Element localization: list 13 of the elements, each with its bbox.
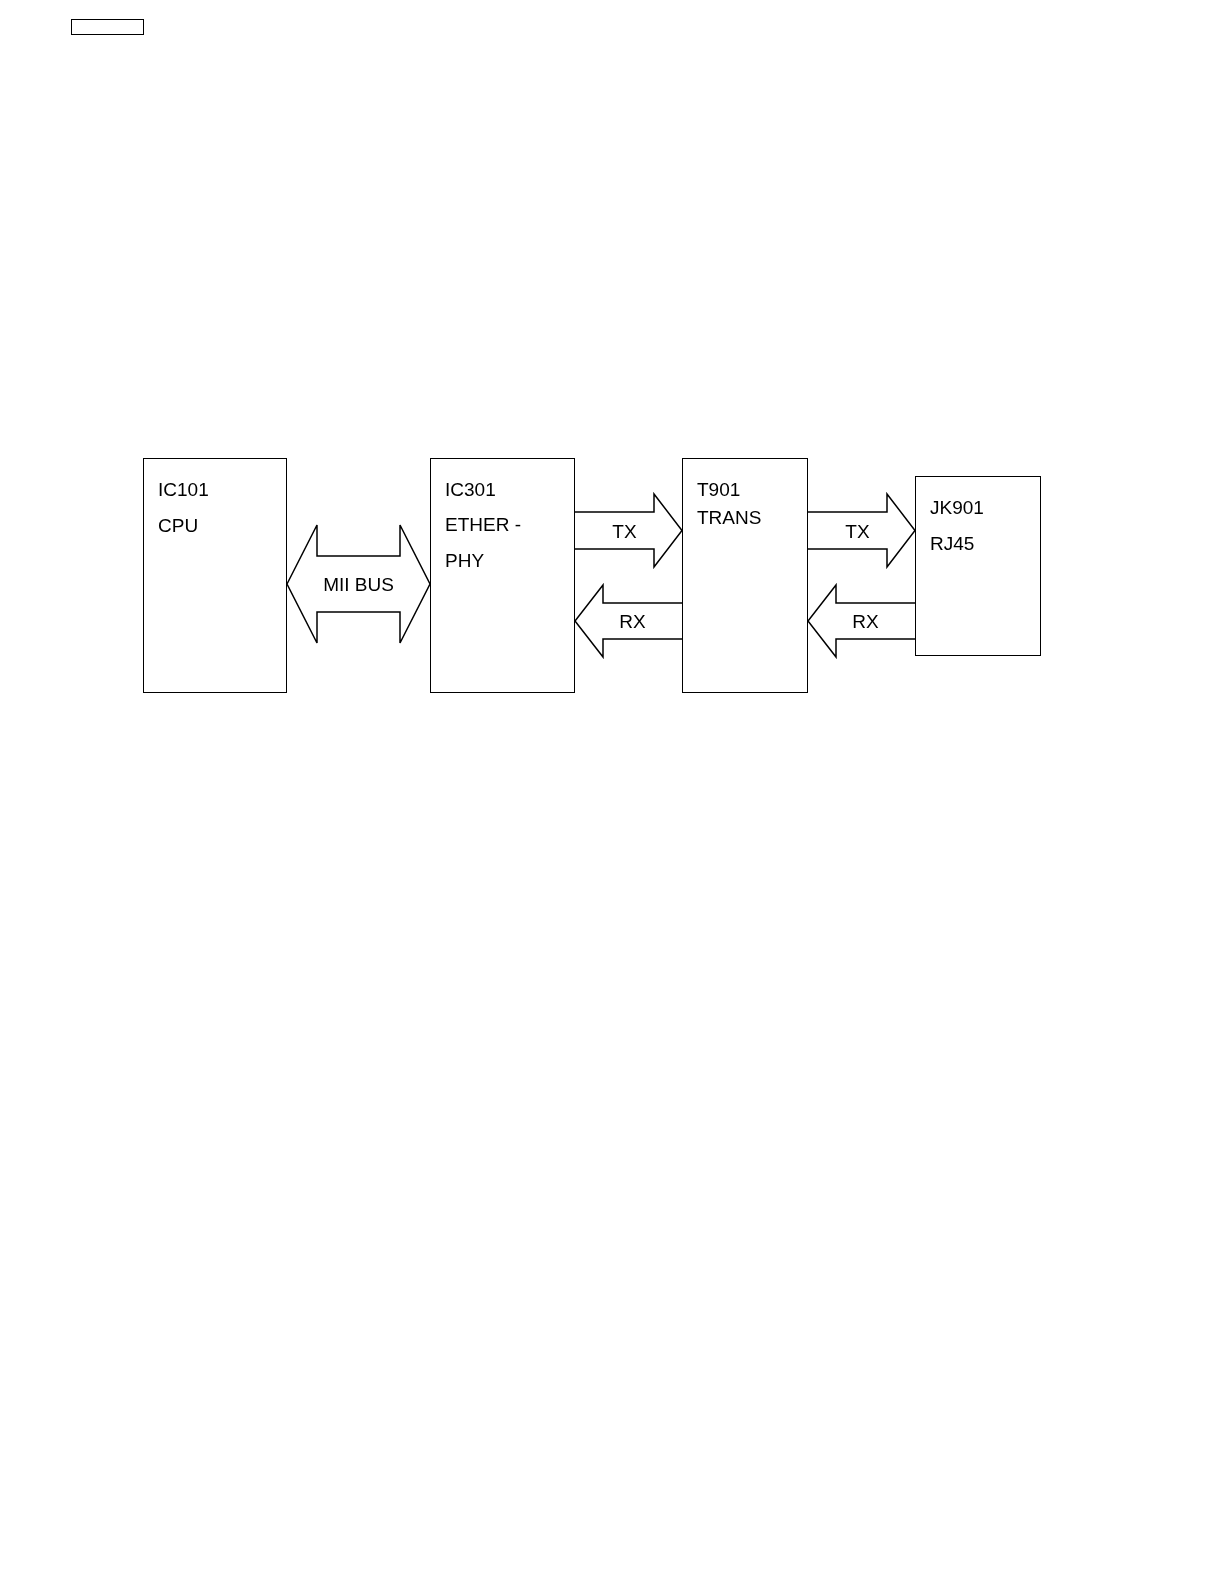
part-number: JK901 bbox=[930, 497, 984, 519]
component-box bbox=[682, 458, 808, 693]
part-name: ETHER - PHY bbox=[445, 513, 522, 573]
part-name: TRANS bbox=[697, 507, 762, 529]
component-box bbox=[430, 458, 575, 693]
part-number: IC101 bbox=[158, 479, 209, 501]
component-box bbox=[915, 476, 1041, 656]
empty-box bbox=[71, 19, 144, 35]
part-name: RJ45 bbox=[930, 533, 975, 555]
component-box bbox=[143, 458, 287, 693]
part-name: CPU bbox=[158, 515, 199, 537]
part-number: IC301 bbox=[445, 479, 496, 501]
part-number: T901 bbox=[697, 479, 741, 501]
